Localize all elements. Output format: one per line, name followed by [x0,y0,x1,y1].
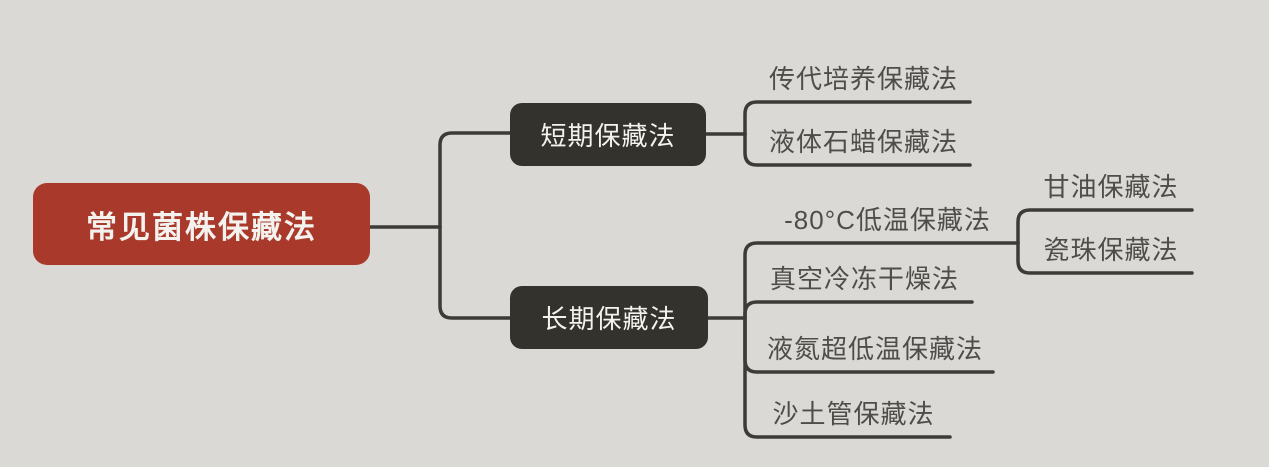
topic-ceramic-bead-preservation[interactable]: 瓷珠保藏法 [1043,235,1179,265]
connector-short-term-to-paraffin [743,132,972,167]
connector-long-term-to-sand [743,316,952,439]
connector-long-term-to-minus80 [743,241,1020,320]
connector-root-to-long-term [438,225,512,320]
topic-long-term[interactable]: 长期保藏法 [510,286,708,349]
connector-root-to-short-term [438,131,512,229]
topic-liquid-nitrogen-ultra-low-temp[interactable]: 液氮超低温保藏法 [766,334,983,364]
topic-subculture-preservation[interactable]: 传代培养保藏法 [768,64,958,94]
topic-root[interactable]: 常见菌株保藏法 [33,183,370,265]
connector-long-term-to-vacuum [743,300,974,320]
connector-minus80-to-glycerol [1016,208,1194,245]
connector-short-term-to-subculture [743,100,972,136]
topic-glycerol-preservation[interactable]: 甘油保藏法 [1043,172,1179,202]
topic-liquid-paraffin-preservation[interactable]: 液体石蜡保藏法 [768,127,958,157]
topic-sand-tube-preservation[interactable]: 沙土管保藏法 [772,399,935,429]
topic-minus-80c-low-temp-preservation[interactable]: -80°C低温保藏法 [784,205,991,235]
topic-vacuum-freeze-drying[interactable]: 真空冷冻干燥法 [769,264,959,294]
topic-short-term[interactable]: 短期保藏法 [510,103,706,166]
connector-minus80-to-ceramic [1016,241,1194,275]
